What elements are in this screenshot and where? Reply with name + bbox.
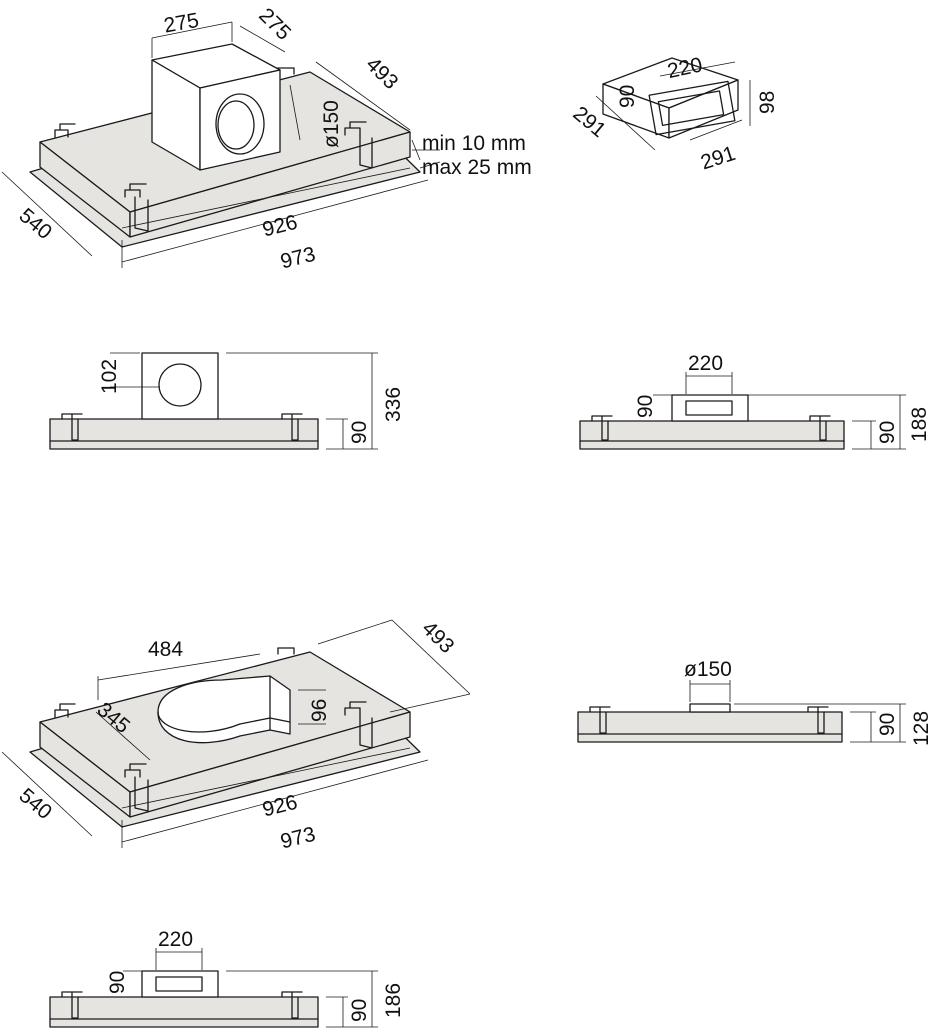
dim-last-body-h: 90 [348,999,371,1022]
front-view-last: 220 90 90 186 [49,928,405,1028]
label-gap-min: min 10 mm [422,132,526,155]
front-view-flat-duct: 220 90 90 188 [579,352,931,450]
dim-outer-width-2: 973 [278,823,318,854]
dim-inner-width-2: 926 [260,791,300,822]
iso-hood-round-duct: 484 493 96 345 540 926 973 [1,617,471,854]
dim-flat-h: 90 [634,395,657,418]
label-gap-max: max 25 mm [422,156,532,179]
dim-side-2: 540 [15,784,57,824]
dim-duct-total-h: 98 [756,91,779,114]
dim-round-body-h: 90 [876,713,899,736]
dim-top-offset: 102 [98,359,121,394]
dim-last-w: 220 [158,928,193,951]
front-view-motor: 102 90 336 [49,352,405,450]
dim-round-total-h: 128 [910,711,931,746]
dim-box-width: 275 [162,9,201,38]
dim-duct-height: 90 [616,85,639,108]
dim-duct-h: 96 [308,699,331,722]
dim-hood-depth-2: 493 [417,617,458,658]
dim-last-total-h: 186 [382,983,405,1018]
iso-duct-adapter: 220 90 291 291 98 [569,53,779,174]
dim-flat-body-h: 90 [876,421,899,444]
dim-duct-side-b: 291 [698,142,738,175]
dim-box-depth: 275 [254,4,295,45]
dim-side: 540 [15,204,57,244]
dim-total-h: 336 [382,387,405,422]
dim-body-h: 90 [348,421,371,444]
dim-duct-length: 484 [148,638,183,661]
dim-flat-w: 220 [688,352,723,375]
dim-flat-total-h: 188 [908,407,931,442]
dim-hood-depth: 493 [361,53,402,94]
dim-inner-width: 926 [260,211,300,242]
dim-outlet-dia: ø150 [320,100,343,148]
iso-hood-with-motor: 275 275 493 ø150 min 10 mm max 25 mm 540… [1,4,532,274]
front-view-round: ø150 90 128 [577,658,931,746]
dim-last-h: 90 [106,971,129,994]
dim-outer-width: 973 [278,243,318,274]
dim-round-dia: ø150 [684,658,732,681]
